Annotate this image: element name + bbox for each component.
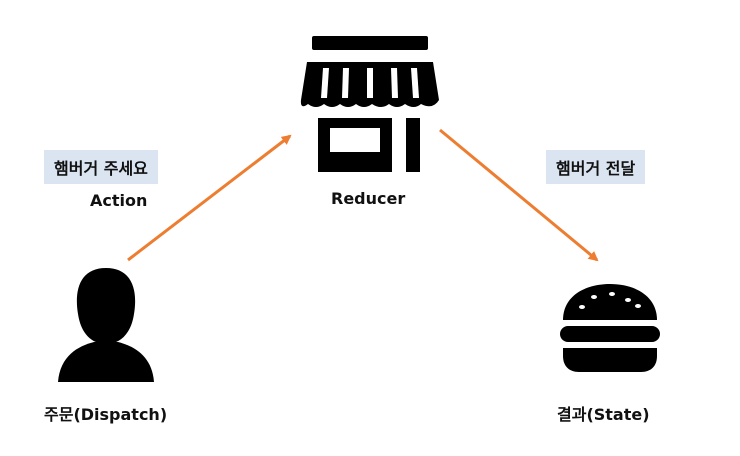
deliver-tag: 햄버거 전달: [546, 150, 646, 184]
state-label: 결과(State): [557, 405, 650, 424]
reducer-label: Reducer: [331, 189, 406, 208]
arrow-dispatch-to-reducer: [127, 134, 292, 262]
person-icon: [58, 268, 154, 382]
store-icon: [300, 36, 439, 172]
action-label: Action: [90, 191, 148, 210]
arrow-reducer-to-state: [439, 128, 599, 262]
action-tag: 햄버거 주세요: [44, 150, 158, 184]
dispatch-label: 주문(Dispatch): [44, 405, 168, 424]
hamburger-icon: [560, 284, 660, 372]
